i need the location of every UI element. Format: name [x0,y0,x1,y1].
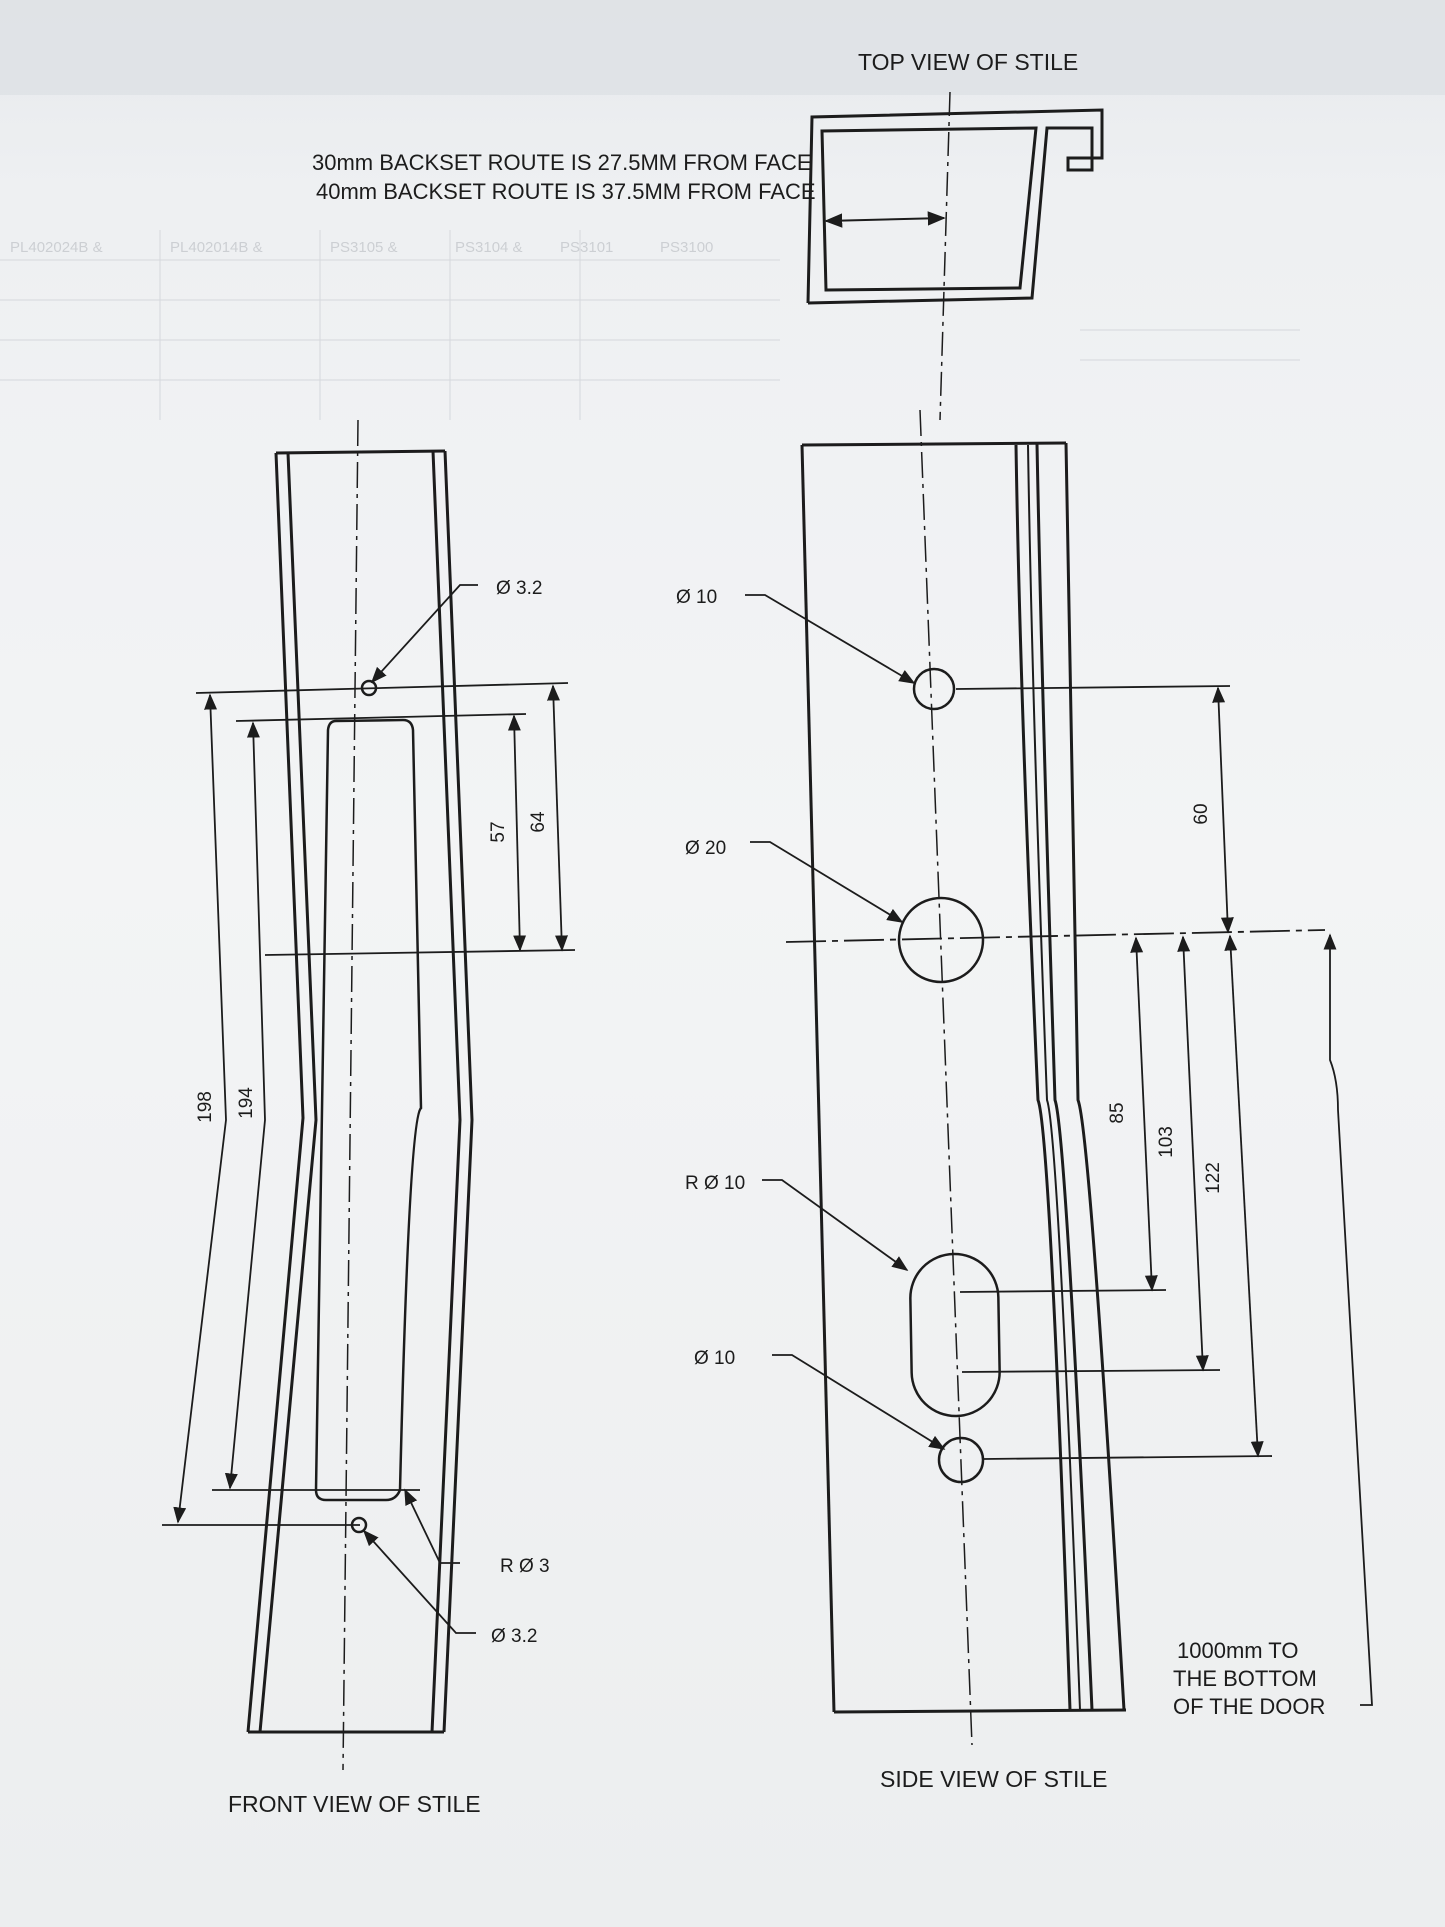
front-dim-194: 194 [236,1087,257,1119]
side-dim-103: 103 [1156,1126,1177,1158]
backset-40-note: 40mm BACKSET ROUTE IS 37.5MM FROM FACE [316,179,816,204]
front-dim-57-line [507,714,527,952]
side-slot-label: R Ø 10 [685,1173,745,1194]
side-dim-60: 60 [1191,803,1212,824]
top-view-profile [806,108,1104,305]
front-extension-lines [162,682,576,1526]
side-extension-lines [785,685,1326,1460]
top-view-centerline [939,91,951,421]
show-through-background: PS3100 PS3101 PS3104 & PS3105 & PL402014… [0,0,1445,420]
corner-radius-label: R Ø 3 [500,1556,550,1577]
front-dim-194-line [224,721,266,1490]
bottom-note-line1: 1000mm TO [1177,1638,1298,1663]
side-dim-85-line [1130,936,1158,1292]
side-hole-upper [912,667,956,711]
side-dim-122: 122 [1203,1162,1224,1194]
ghost-code: PS3105 & [330,239,398,256]
side-view-title: SIDE VIEW OF STILE [880,1766,1107,1792]
front-dim-198: 198 [195,1091,216,1123]
side-hole-lower [937,1436,985,1484]
side-view-centerline [919,409,973,1746]
side-leaders [745,594,946,1450]
side-dim-85: 85 [1107,1102,1128,1123]
front-dim-57: 57 [488,821,509,842]
side-slot [909,1252,1001,1418]
ghost-code: PL402014B & [170,239,263,256]
front-view-centerline [342,419,359,1771]
front-hole-top-label: Ø 3.2 [496,578,542,599]
side-dim-103-line [1177,935,1209,1372]
side-dim-122-line [1224,934,1264,1458]
front-dim-64: 64 [528,811,549,833]
front-dim-64-line [547,684,568,952]
side-hole-upper-label: Ø 10 [676,587,717,608]
ghost-code: PL402024B & [10,239,103,256]
bottom-note-line3: OF THE DOOR [1173,1694,1325,1719]
side-hole-main-label: Ø 20 [685,838,726,859]
front-hole-bottom-label: Ø 3.2 [491,1626,537,1647]
front-view-stile [246,449,474,1734]
bottom-note-line2: THE BOTTOM [1173,1666,1317,1691]
ghost-code: PS3104 & [455,239,523,256]
front-view-slot [314,718,423,1502]
ghost-code: PS3101 [560,239,613,256]
top-view-title: TOP VIEW OF STILE [858,49,1078,75]
side-view-stile [800,441,1127,1714]
side-hole-main [897,896,985,984]
side-dim-bottom-line [1323,933,1373,1706]
front-view-title: FRONT VIEW OF STILE [228,1791,481,1817]
ghost-code: PS3100 [660,239,713,256]
side-dim-60-line [1212,686,1234,934]
front-leaders [362,584,478,1634]
top-view-backset-dim [824,211,946,228]
side-hole-lower-label: Ø 10 [694,1348,735,1369]
backset-30-note: 30mm BACKSET ROUTE IS 27.5MM FROM FACE [312,150,812,175]
